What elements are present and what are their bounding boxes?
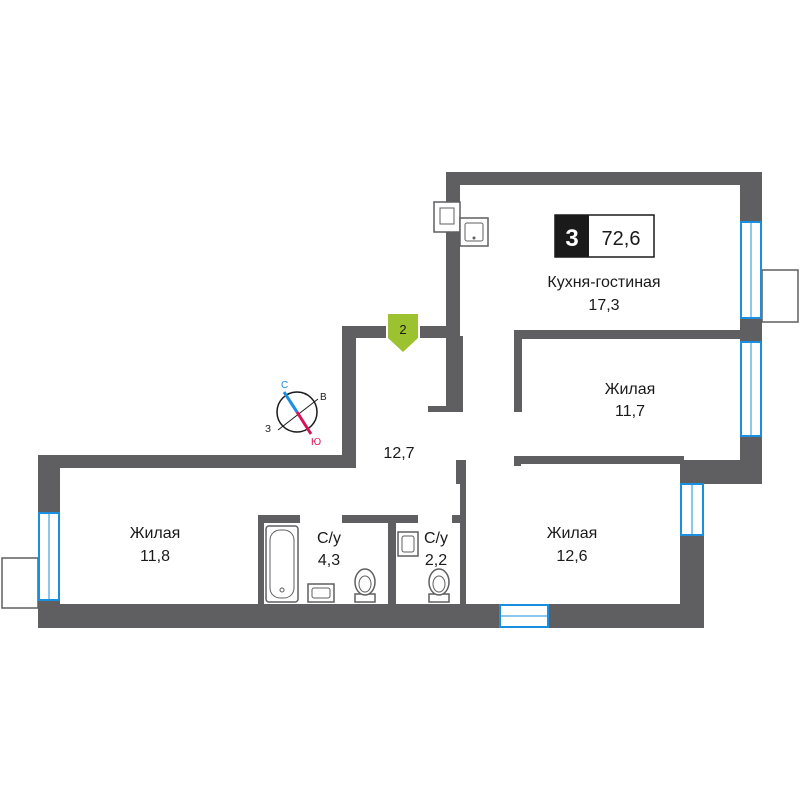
bath-1-name: С/у xyxy=(317,530,341,547)
stove-icon xyxy=(433,201,461,233)
entrance-marker: 2 xyxy=(388,314,418,352)
bedroom-right-name: Жилая xyxy=(605,381,656,398)
compass-north-needle xyxy=(282,391,299,413)
compass-south-needle xyxy=(295,411,313,435)
bedroom-bottom-right-area: 12,6 xyxy=(556,548,587,565)
compass: С В З Ю xyxy=(265,380,327,448)
compass-south-label: Ю xyxy=(311,437,321,448)
bathroom-fixtures xyxy=(265,525,450,603)
bath-1-area: 4,3 xyxy=(318,552,340,569)
balcony-right xyxy=(761,269,799,323)
kitchen-fixtures xyxy=(433,201,489,247)
toilet-icon xyxy=(428,568,450,603)
bedroom-bottom-right-name: Жилая xyxy=(547,525,598,542)
compass-north-label: С xyxy=(281,380,288,391)
sink-icon xyxy=(459,217,489,247)
windows xyxy=(38,221,762,628)
kitchen-living-area: 17,3 xyxy=(588,297,619,314)
room-count: 3 xyxy=(565,225,578,252)
interior-walls xyxy=(258,330,744,605)
entrance-number: 2 xyxy=(399,322,406,337)
compass-east-label: В xyxy=(320,392,327,403)
room-labels: Кухня-гостиная 17,3 Жилая 11,7 12,7 Жила… xyxy=(130,274,661,569)
bedroom-right-area: 11,7 xyxy=(615,403,645,420)
bath-2-area: 2,2 xyxy=(425,552,447,569)
hall-area: 12,7 xyxy=(383,445,414,462)
total-area: 72,6 xyxy=(602,228,641,250)
bath-2-name: С/у xyxy=(424,530,448,547)
bedroom-left-name: Жилая xyxy=(130,525,181,542)
washbasin-icon xyxy=(397,531,419,557)
toilet-icon xyxy=(354,568,376,603)
balcony-left xyxy=(1,557,39,609)
exterior-walls xyxy=(38,172,762,628)
compass-west-label: З xyxy=(265,424,271,435)
bathtub-icon xyxy=(265,525,299,603)
apartment-badge: 3 72,6 xyxy=(554,214,655,258)
kitchen-living-name: Кухня-гостиная xyxy=(547,274,660,291)
bedroom-left-area: 11,8 xyxy=(140,548,170,565)
